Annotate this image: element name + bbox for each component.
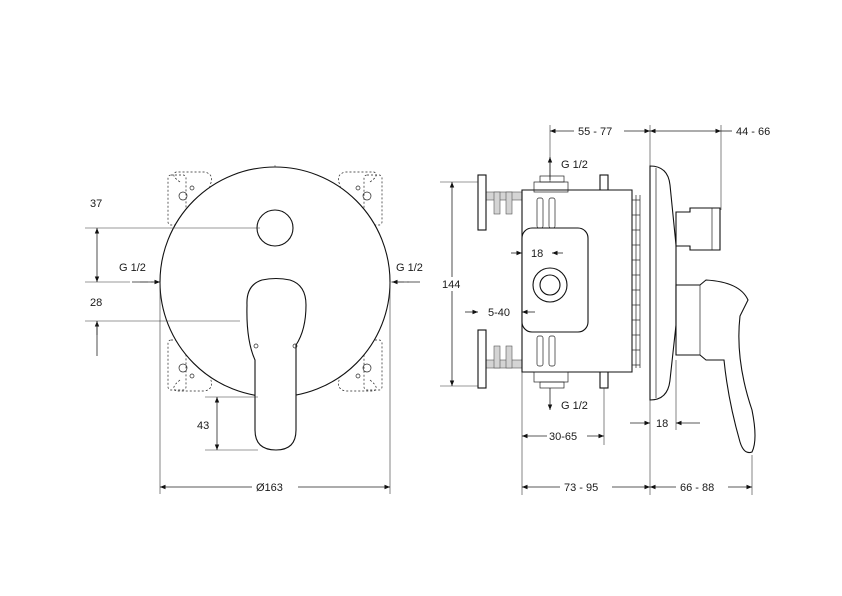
front-view: G 1/2 G 1/2 37 28 43 Ø163 [85,165,423,494]
dim-18-inner-label: 18 [531,248,543,260]
dim-30-65-label: 30-65 [549,431,577,443]
dim-144-label: 144 [442,279,460,291]
thread-right-label: G 1/2 [396,262,423,274]
lever-profile [675,279,756,454]
dim-43-label: 43 [197,420,209,432]
side-view: 55 - 77 44 - 66 [438,124,770,495]
dim-diameter-label: Ø163 [256,482,283,494]
dim-73-95-label: 73 - 95 [564,482,598,494]
dim-66-88-label: 66 - 88 [680,482,714,494]
dim-37-label: 37 [90,198,102,210]
thread-top-label: G 1/2 [561,159,588,171]
dim-5-40-label: 5-40 [488,307,510,319]
dim-18-lever-label: 18 [656,418,668,430]
outlet-port-inner [539,274,561,296]
threaded-sleeve [631,190,641,372]
diverter-knob [256,209,294,247]
thread-bottom-label: G 1/2 [561,400,588,412]
lever-handle [246,277,307,451]
dim-55-77-label: 55 - 77 [578,126,612,138]
diverter-profile [675,207,721,251]
cover-plate-profile [649,165,677,401]
thread-left-label: G 1/2 [119,262,146,274]
dim-28-label: 28 [90,297,102,309]
dim-44-66-label: 44 - 66 [736,126,770,138]
